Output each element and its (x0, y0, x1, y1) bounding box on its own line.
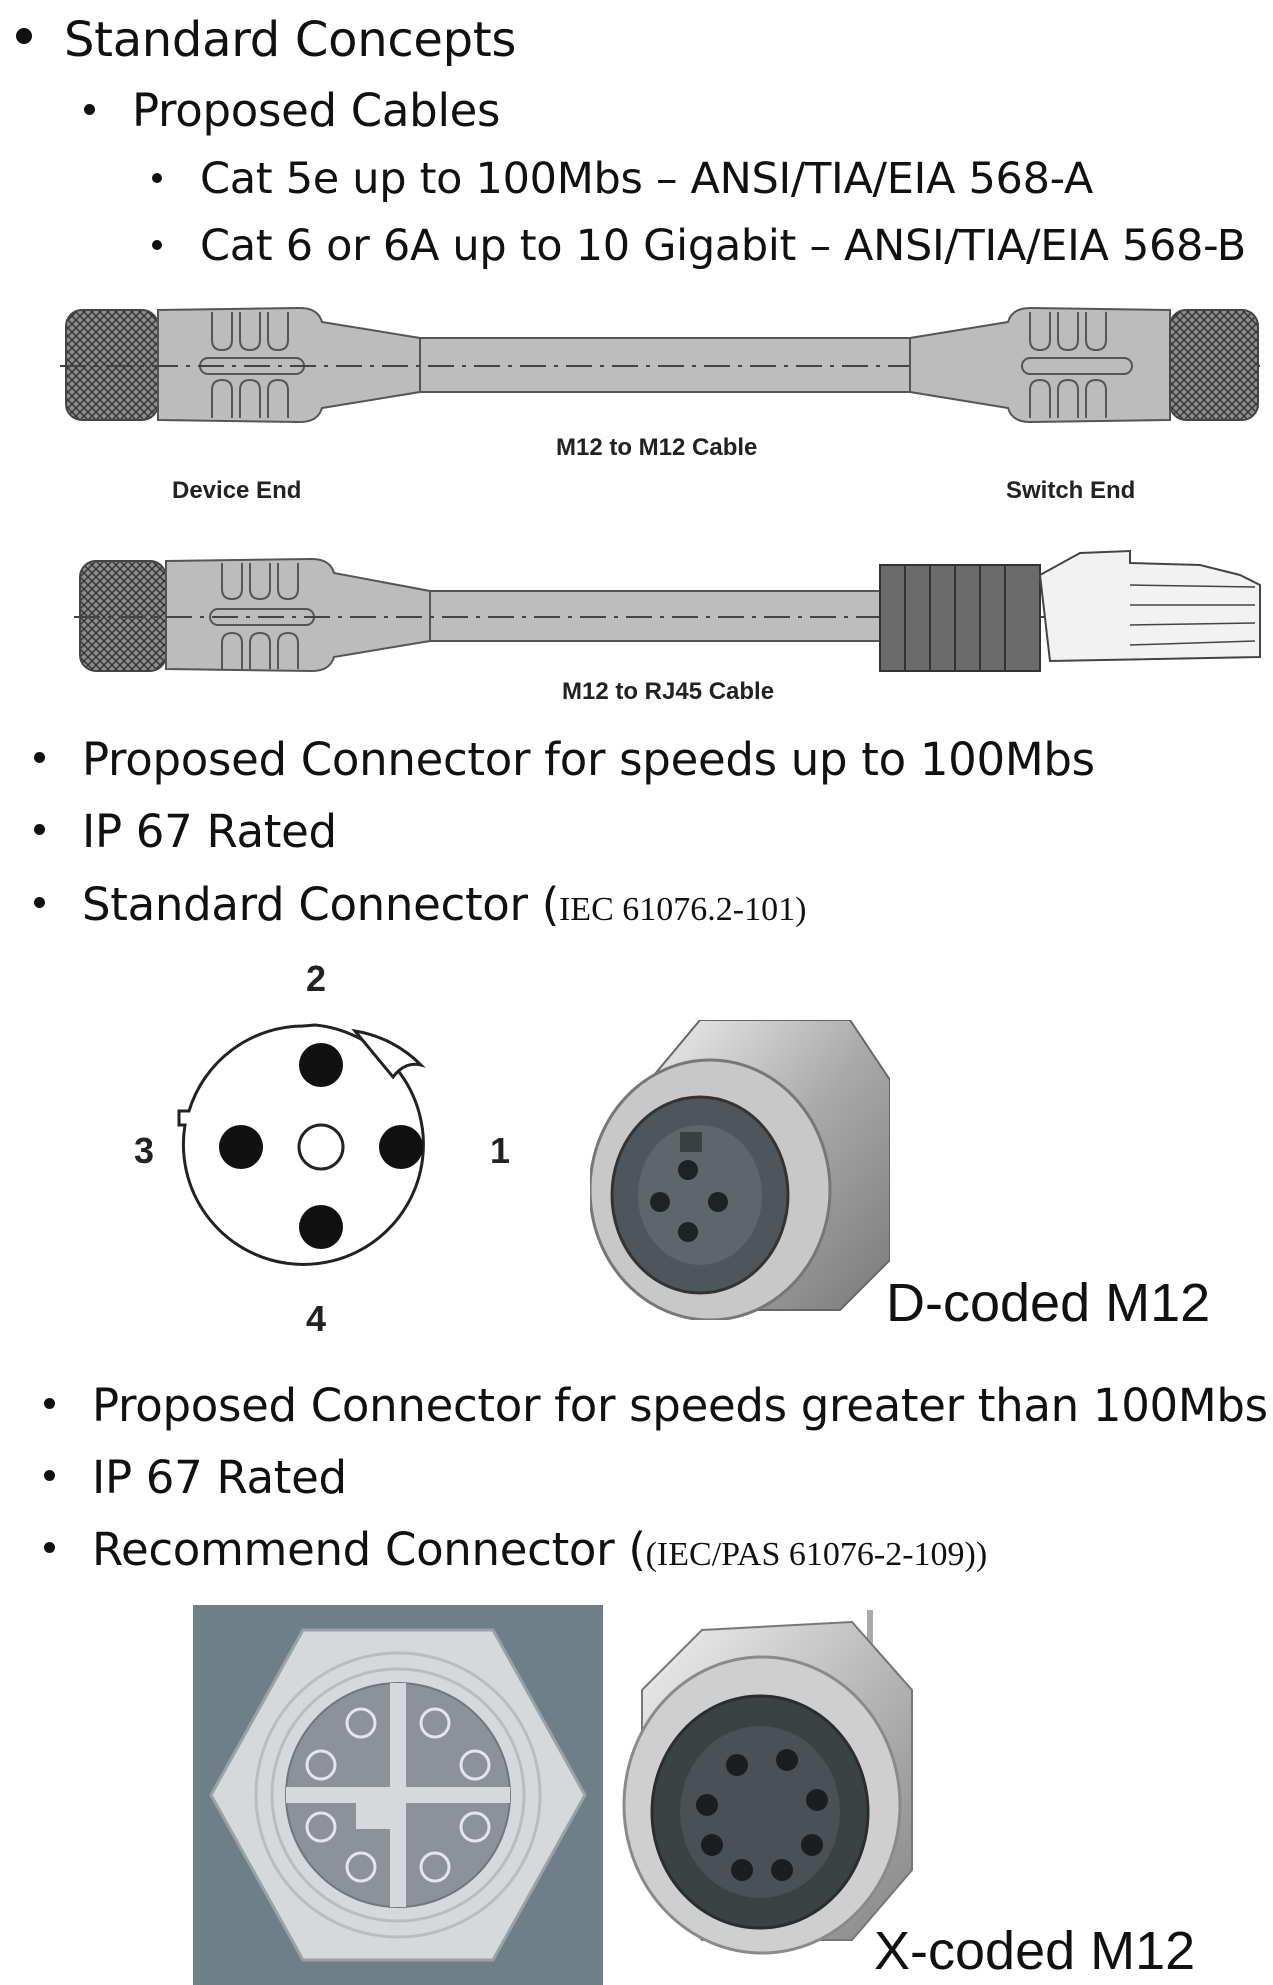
xcoded-connector-image (622, 1610, 913, 1955)
bullet-dot (34, 824, 45, 835)
cable-spec-cat5e: Cat 5e up to 100Mbs – ANSI/TIA/EIA 568-A (200, 154, 1094, 204)
pin-label-4: 4 (306, 1298, 327, 1339)
dcoded-standard-ref: IEC 61076.2-101) (558, 891, 807, 928)
bullet-dot (152, 240, 162, 250)
cable-spec-cat6: Cat 6 or 6A up to 10 Gigabit – ANSI/TIA/… (200, 221, 1247, 271)
dcoded-speed-bullet: Proposed Connector for speeds up to 100M… (82, 733, 1095, 786)
bullet-dot (34, 897, 45, 908)
m12-to-m12-caption: M12 to M12 Cable (556, 434, 758, 461)
dcoded-connector-image (590, 1020, 890, 1320)
xcoded-recommend-text: Recommend Connector ( (92, 1523, 646, 1576)
dcoded-standard-text: Standard Connector ( (82, 878, 559, 931)
dcoded-ip67-bullet: IP 67 Rated (82, 805, 337, 858)
bullet-dot (152, 173, 162, 183)
dcoded-pin-diagram (177, 1023, 426, 1266)
heading-standard-concepts: Standard Concepts (64, 12, 517, 68)
xcoded-speed-bullet: Proposed Connector for speeds greater th… (92, 1379, 1268, 1432)
bullet-dot (44, 1470, 55, 1481)
pin-label-3: 3 (134, 1130, 155, 1171)
xcoded-caption: X-coded M12 (874, 1921, 1196, 1981)
bullet-dot (34, 752, 45, 763)
m12-to-m12-cable-illustration (60, 306, 1260, 424)
device-end-label: Device End (172, 477, 302, 504)
dcoded-standard-bullet: Standard Connector (IEC 61076.2-101) (82, 878, 806, 931)
bullet-dot (44, 1398, 55, 1409)
switch-end-label: Switch End (1006, 477, 1136, 504)
subheading-proposed-cables: Proposed Cables (132, 84, 501, 137)
m12-to-rj45-caption: M12 to RJ45 Cable (562, 678, 775, 705)
dcoded-caption: D-coded M12 (886, 1273, 1211, 1333)
xcoded-face-diagram (193, 1605, 603, 1985)
bullet-dot (16, 28, 32, 44)
xcoded-ip67-bullet: IP 67 Rated (92, 1451, 347, 1504)
xcoded-recommend-bullet: Recommend Connector ((IEC/PAS 61076-2-10… (92, 1523, 987, 1576)
pin-label-2: 2 (306, 958, 327, 999)
m12-to-rj45-cable-illustration (74, 549, 1261, 673)
xcoded-recommend-ref: (IEC/PAS 61076-2-109)) (645, 1536, 988, 1573)
bullet-dot (44, 1542, 55, 1553)
bullet-dot (84, 104, 95, 115)
pin-label-1: 1 (490, 1130, 511, 1171)
